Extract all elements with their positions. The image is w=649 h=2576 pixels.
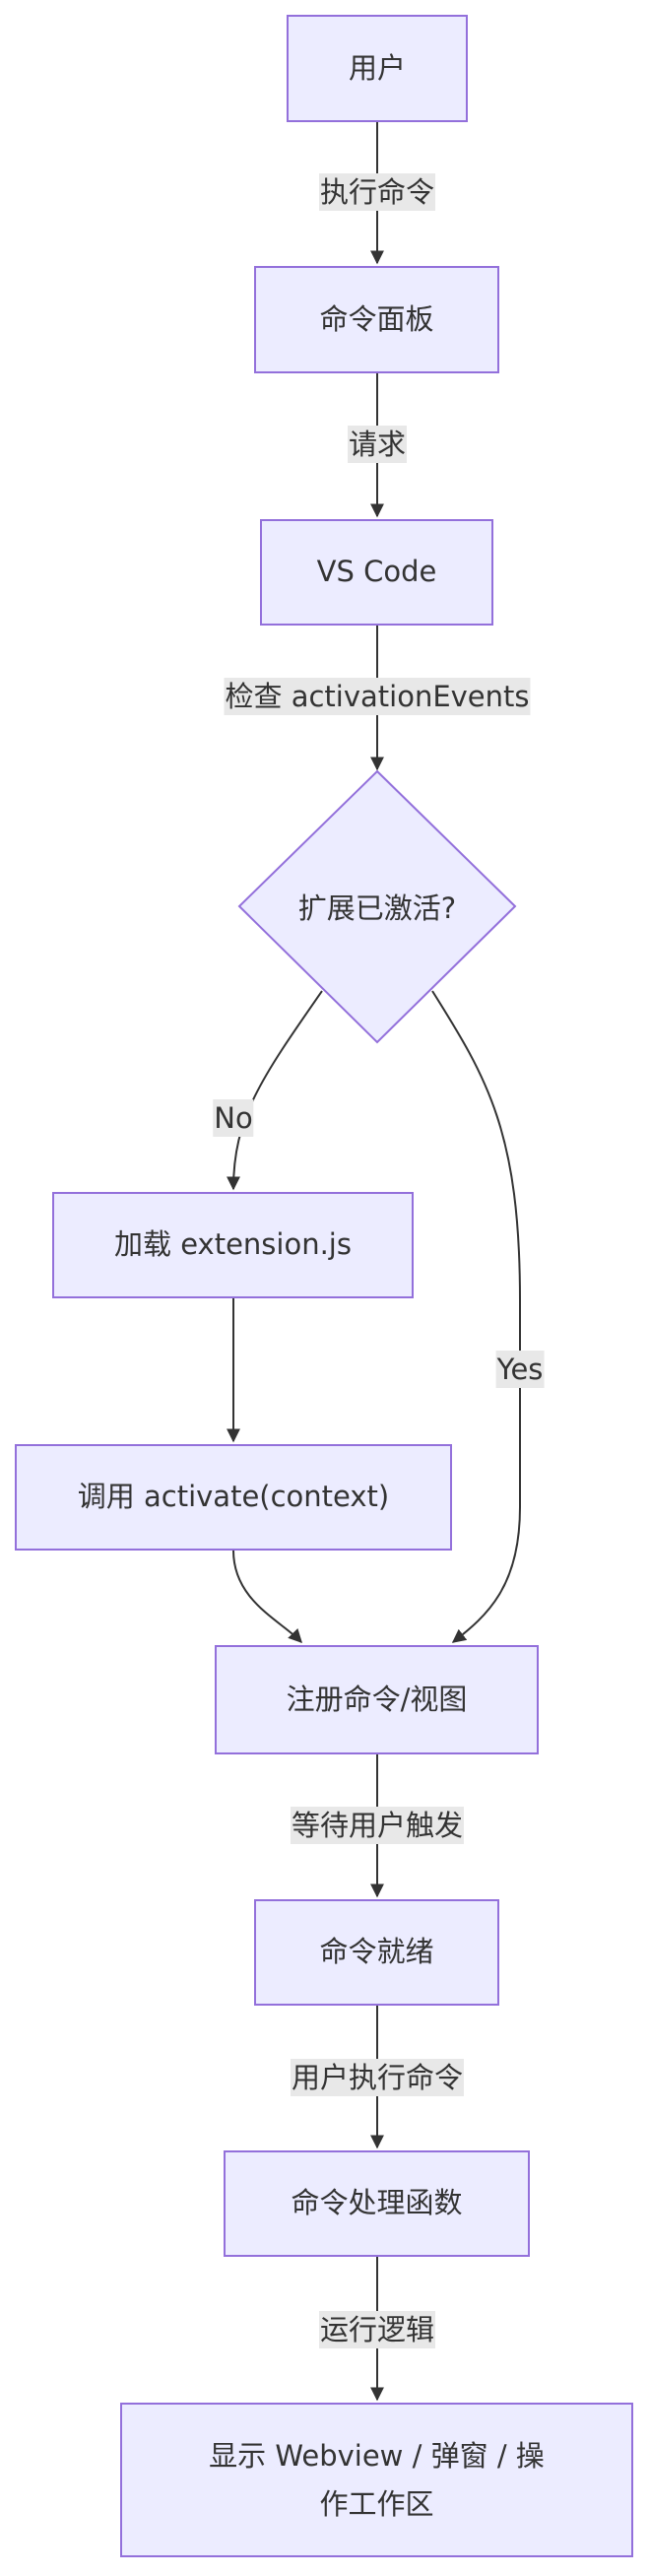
node-call-activate-label: 调用 activate(context) [77, 1480, 390, 1514]
edge-label-run-logic: 运行逻辑 [318, 2311, 436, 2348]
edge-activate-register [232, 1550, 302, 1644]
decision-diamond [237, 769, 517, 1044]
node-load-extension: 加载 extension.js [52, 1192, 414, 1298]
node-user-label: 用户 [348, 50, 406, 85]
node-display-result-line2: 作工作区 [319, 2486, 434, 2521]
node-extension-activated-label: 扩展已激活? [297, 892, 457, 925]
node-command-ready-label: 命令就绪 [319, 1935, 434, 1969]
edge-label-check-activation-events: 检查 activationEvents [224, 678, 531, 715]
node-display-result: 显示 Webview / 弹窗 / 操 作工作区 [120, 2403, 633, 2557]
edge-label-no: No [213, 1099, 254, 1137]
node-register-commands-label: 注册命令/视图 [286, 1682, 468, 1716]
node-load-extension-label: 加载 extension.js [114, 1227, 352, 1262]
edge-label-user-execute: 用户执行命令 [290, 2059, 465, 2096]
edge-decision-register [431, 990, 521, 1643]
node-command-handler-label: 命令处理函数 [291, 2186, 463, 2220]
edge-label-wait-trigger: 等待用户触发 [290, 1807, 465, 1844]
node-command-ready: 命令就绪 [254, 1899, 499, 2006]
node-vscode: VS Code [260, 519, 493, 626]
node-call-activate: 调用 activate(context) [15, 1444, 452, 1551]
node-command-handler: 命令处理函数 [224, 2150, 530, 2257]
node-register-commands: 注册命令/视图 [215, 1645, 539, 1754]
edge-label-request: 请求 [347, 426, 408, 463]
node-command-palette-label: 命令面板 [319, 301, 434, 336]
edge-decision-load [227, 990, 323, 1191]
node-command-palette: 命令面板 [254, 266, 499, 373]
edge-label-yes: Yes [495, 1351, 545, 1388]
node-display-result-line1: 显示 Webview / 弹窗 / 操 [209, 2438, 545, 2473]
edge-label-execute-command: 执行命令 [318, 173, 436, 211]
node-user: 用户 [287, 15, 468, 122]
node-vscode-label: VS Code [316, 555, 437, 589]
